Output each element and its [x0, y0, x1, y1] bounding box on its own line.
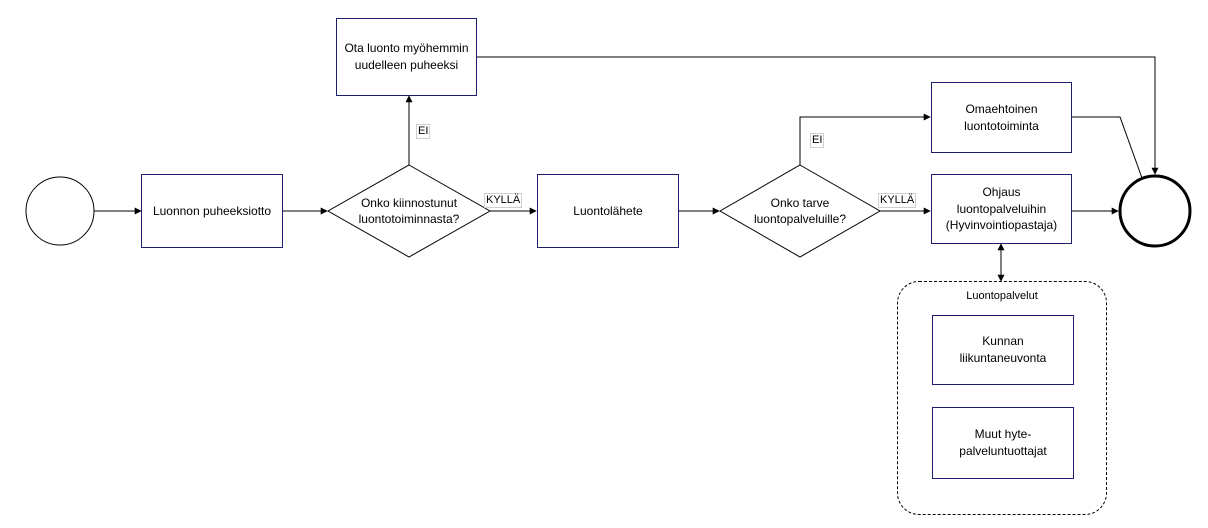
edge-label-no-1: EI [416, 124, 431, 139]
node-ota-luonto-myohemmin[interactable]: Ota luonto myöhemmin uudelleen puheeksi [336, 18, 477, 96]
node-luontolahete[interactable]: Luontolähete [537, 174, 679, 248]
decision-need[interactable] [718, 164, 882, 258]
decision-interest[interactable] [326, 164, 492, 258]
node-ohjaus-luontopalveluihin[interactable]: Ohjaus luontopalveluihin (Hyvinvointiopa… [931, 174, 1072, 244]
edge-label-yes-1: KYLLÄ [484, 193, 523, 208]
edge-omaehtoinen-to-end [1072, 116, 1143, 179]
node-muut-hyte-palveluntuottajat[interactable]: Muut hyte- palveluntuottajat [932, 407, 1074, 479]
node-omaehtoinen-luontotoiminta[interactable]: Omaehtoinen luontotoiminta [931, 82, 1072, 153]
edge-label-yes-2: KYLLÄ [878, 193, 917, 208]
edge-later-to-end [477, 56, 1159, 175]
node-kunnan-liikuntaneuvonta[interactable]: Kunnan liikuntaneuvonta [932, 315, 1074, 385]
group-luontopalvelut-title: Luontopalvelut [966, 290, 1038, 302]
node-luonnon-puheeksiotto[interactable]: Luonnon puheeksiotto [141, 174, 283, 248]
edge-decision2-no-to-omaehtoinen [799, 113, 931, 165]
decision-need-label: Onko tarve luontopalveluille? [753, 196, 847, 226]
group-luontopalvelut: Luontopalvelut [897, 281, 1107, 515]
start-event[interactable] [25, 176, 95, 246]
decision-interest-label: Onko kiinnostunut luontotoiminnasta? [358, 196, 460, 226]
edge-label-no-2: EI [810, 133, 825, 148]
end-event[interactable] [1118, 174, 1192, 248]
